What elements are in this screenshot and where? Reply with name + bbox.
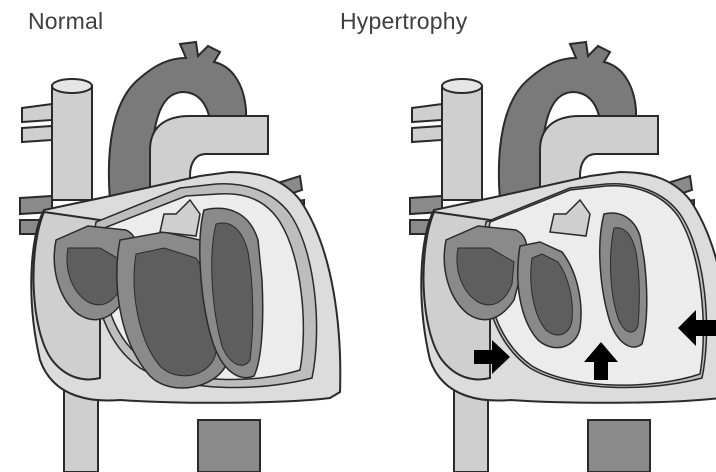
hypertrophy-heart	[410, 42, 716, 472]
normal-heart	[20, 42, 340, 472]
